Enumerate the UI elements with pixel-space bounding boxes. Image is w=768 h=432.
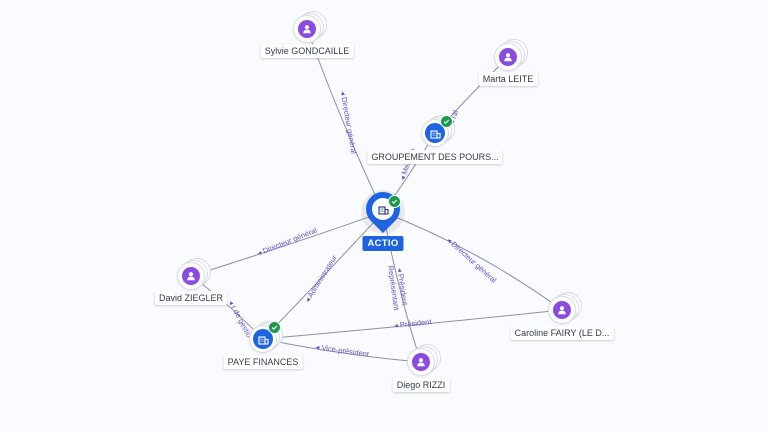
node-label-david[interactable]: David ZIEGLER [154,291,228,305]
node-label-sylvie[interactable]: Sylvie GONDCAILLE [260,44,354,58]
node-disc [548,296,576,324]
edge-david-central: ◂ Directeur général [190,211,384,277]
edge-label: ◂ Directeur général [445,236,498,285]
node-marta[interactable] [494,39,528,71]
node-label-caroline[interactable]: Caroline FAIRY (LE D... [510,326,614,340]
node-disc [249,325,277,353]
edge-line [262,309,563,340]
verified-check-icon [440,115,453,128]
edge-paye-central: ◂ Administrateur [262,211,384,340]
edge-label: ◂ Directeur général [256,226,318,258]
edge-diego-central: ◂ PrésidentReprésentant [382,211,422,363]
edge-caroline-central: ◂ Directeur général [382,211,563,311]
node-disc [293,15,321,43]
node-paye[interactable] [249,321,283,353]
edge-line [190,211,384,277]
verified-check-icon [268,321,281,334]
edge-caroline-paye: ◂ Président [262,309,563,340]
person-icon [412,353,430,371]
edge-label: ◂ Administrateur [303,253,339,304]
node-label-diego[interactable]: Diego RIZZI [392,378,450,392]
node-caroline[interactable] [548,292,582,324]
node-david[interactable] [177,258,211,290]
node-groupement[interactable] [421,115,455,147]
person-icon [298,20,316,38]
building-icon [253,329,273,349]
edge-label: ◂ Président [394,317,433,330]
node-disc [177,262,205,290]
node-diego[interactable] [407,344,441,376]
person-icon [499,48,517,66]
node-sylvie[interactable] [293,11,327,43]
edge-label: ◂ Vice-président [315,342,370,359]
node-disc [494,43,522,71]
verified-check-icon [388,195,401,208]
node-label-marta[interactable]: Marta LEITE [478,72,538,86]
edge-line [262,338,422,363]
building-icon [425,123,445,143]
edge-line [382,211,563,311]
node-label-paye[interactable]: PAYE FINANCES [223,355,303,369]
edge-label: ◂ PrésidentReprésentant [386,264,410,312]
edge-label: ◂ Directeur général [339,91,359,155]
central-node-label[interactable]: ACTIO [362,236,404,251]
person-icon [182,267,200,285]
node-disc [407,348,435,376]
node-label-groupement[interactable]: GROUPEMENT DES POURS... [367,150,503,164]
person-icon [553,301,571,319]
